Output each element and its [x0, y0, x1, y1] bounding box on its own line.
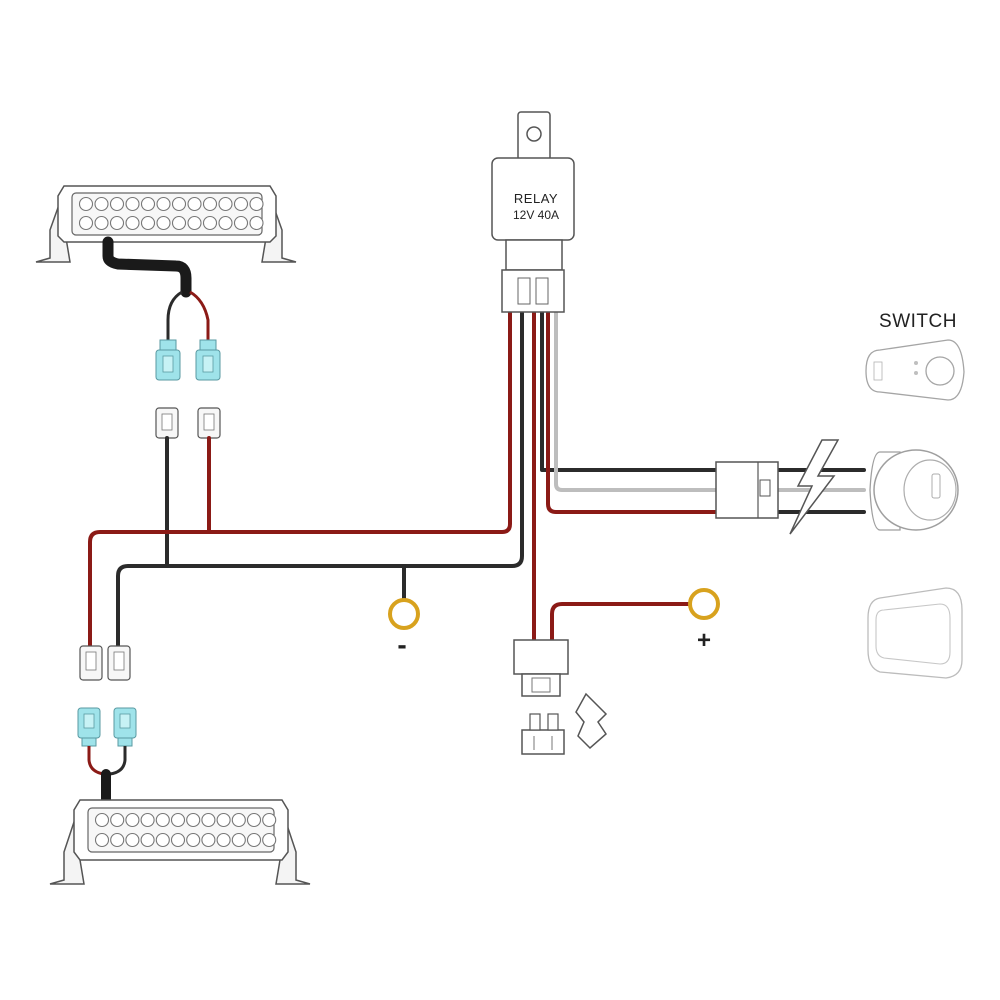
led [216, 832, 231, 848]
led [125, 812, 140, 828]
bottom-led-array [94, 812, 277, 848]
led [140, 832, 155, 848]
negative-symbol: - [397, 629, 406, 660]
led [140, 812, 155, 828]
led [249, 196, 264, 212]
led [140, 215, 156, 231]
harness-connector-bottom-left [79, 645, 103, 681]
lightning-bolt-icon [789, 439, 840, 535]
led [170, 812, 186, 828]
led [201, 812, 216, 828]
led [156, 196, 171, 212]
positive-symbol: + [697, 627, 711, 654]
bottom-bar-cable [87, 746, 127, 805]
led [231, 812, 246, 828]
rocker-switch-square [867, 587, 963, 679]
positive-ring-terminal: + [688, 588, 720, 654]
led [94, 196, 109, 212]
blade-fuse [521, 713, 565, 755]
led [201, 832, 216, 848]
led [246, 812, 262, 828]
led [186, 812, 201, 828]
led [218, 196, 233, 212]
led [233, 215, 249, 231]
led [109, 215, 125, 231]
switch-connector-plug [715, 461, 779, 519]
led [262, 832, 277, 848]
led [233, 196, 249, 212]
harness-wires [88, 310, 866, 650]
negative-ring-terminal: - [388, 598, 420, 660]
led [202, 196, 218, 212]
harness-connector-bottom-right [107, 645, 131, 681]
led [125, 196, 140, 212]
led [186, 832, 201, 848]
switch-mounting-plate [865, 339, 965, 401]
led [109, 196, 125, 212]
harness-connector-top-right [197, 407, 221, 439]
led [156, 215, 171, 231]
fuse-holder-cap [575, 692, 608, 750]
switch-title: SWITCH [879, 311, 957, 332]
led [78, 196, 94, 212]
top-bar-connector-right [195, 339, 221, 381]
top-bar-cable [102, 236, 210, 342]
led [78, 215, 94, 231]
led [110, 832, 125, 848]
bottom-light-bar [49, 799, 311, 885]
led [140, 196, 156, 212]
led [171, 196, 187, 212]
led [187, 215, 202, 231]
led [94, 215, 109, 231]
led [170, 832, 186, 848]
bottom-bar-connector-right [113, 707, 137, 747]
harness-connector-top-left [155, 407, 179, 439]
led [125, 215, 140, 231]
bottom-bar-connector-left [77, 707, 101, 747]
top-light-bar [35, 185, 297, 263]
led [125, 832, 140, 848]
relay: RELAY 12V 40A [491, 111, 575, 313]
led [187, 196, 202, 212]
led [216, 812, 231, 828]
led [155, 832, 170, 848]
led [218, 215, 233, 231]
led [262, 812, 277, 828]
relay-rating: 12V 40A [513, 208, 559, 222]
relay-label: RELAY [514, 191, 558, 206]
led [231, 832, 246, 848]
led [171, 215, 187, 231]
led [110, 812, 125, 828]
led [246, 832, 262, 848]
top-bar-connector-left [155, 339, 181, 381]
fuse-holder [513, 639, 569, 697]
led [249, 215, 264, 231]
led [202, 215, 218, 231]
rocker-switch-round [869, 449, 959, 531]
led [94, 812, 110, 828]
led [94, 832, 110, 848]
top-led-array [78, 196, 264, 231]
led [155, 812, 170, 828]
